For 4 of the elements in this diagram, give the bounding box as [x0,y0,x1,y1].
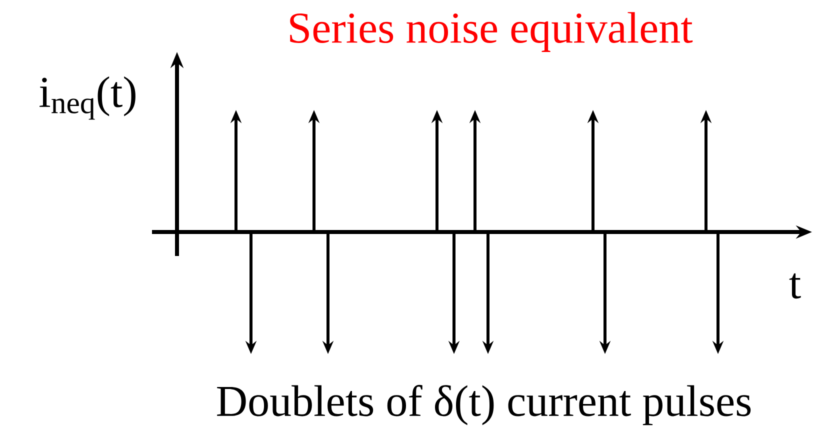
axis-label: t [789,273,801,299]
caption: Doublets of δ(t) current pulses [217,384,751,426]
chart-title: Series noise equivalent [290,12,693,52]
axis-label: i$_{neq}$(t) [40,76,136,120]
